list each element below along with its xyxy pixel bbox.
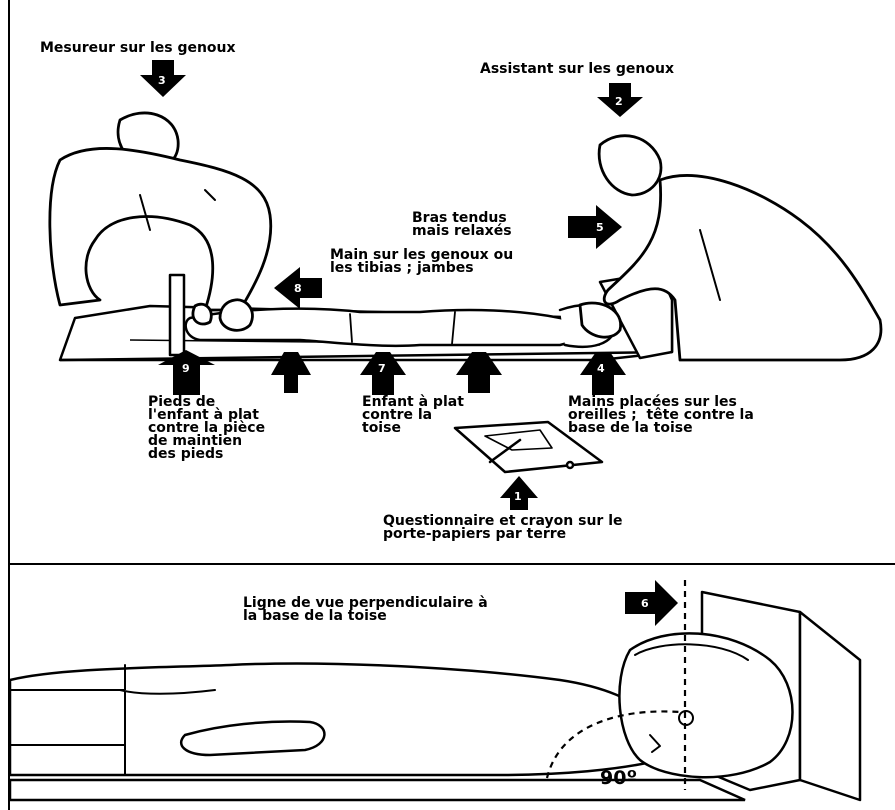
arrow-5 bbox=[568, 205, 622, 249]
label-line-of-sight-line2: la base de la toise bbox=[243, 610, 387, 623]
label-hands-ears-line3: base de la toise bbox=[568, 422, 693, 435]
marker-8: 8 bbox=[294, 282, 302, 295]
marker-1: 1 bbox=[514, 490, 522, 503]
label-questionnaire-line2: porte-papiers par terre bbox=[383, 528, 566, 541]
label-hand-knees-line2: les tibias ; jambes bbox=[330, 262, 474, 275]
marker-5: 5 bbox=[596, 221, 604, 234]
marker-6: 6 bbox=[641, 597, 649, 610]
marker-7: 7 bbox=[378, 362, 386, 375]
marker-3: 3 bbox=[158, 74, 166, 87]
measurer-figure bbox=[50, 113, 271, 330]
label-assistant: Assistant sur les genoux bbox=[480, 63, 674, 76]
label-child-flat-line3: toise bbox=[362, 422, 401, 435]
marker-4: 4 bbox=[597, 362, 605, 375]
arrow-6 bbox=[625, 580, 678, 626]
marker-2: 2 bbox=[615, 95, 623, 108]
label-measurer: Mesureur sur les genoux bbox=[40, 42, 236, 55]
label-feet-line5: des pieds bbox=[148, 448, 223, 461]
label-angle: 90º bbox=[600, 768, 637, 788]
label-arms-line2: mais relaxés bbox=[412, 225, 512, 238]
child-closeup bbox=[10, 633, 793, 777]
marker-9: 9 bbox=[182, 362, 190, 375]
